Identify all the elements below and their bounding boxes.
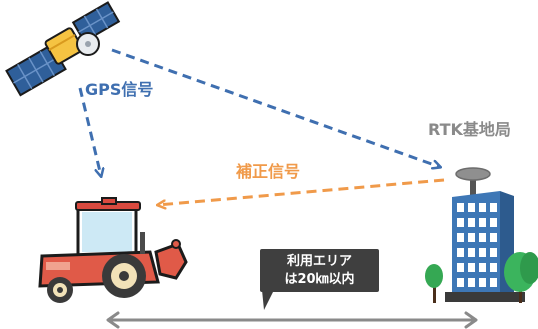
range-callout-tail [262, 290, 274, 310]
gps-signal-arrow-to-tractor [78, 87, 101, 176]
building-window [468, 218, 475, 227]
building-window [490, 203, 497, 212]
rtk-base-station-label: RTK基地局 [428, 120, 511, 139]
tractor-icon [38, 197, 188, 303]
building-window [457, 278, 464, 287]
coverage-area-line2: は20㎞以内 [284, 271, 355, 287]
building-window [479, 278, 486, 287]
building-window [490, 263, 497, 272]
building-window [490, 248, 497, 257]
building-window [479, 233, 486, 242]
range-arrow [106, 311, 478, 329]
building-window [457, 248, 464, 257]
gps-signal-label: GPS信号 [85, 80, 154, 99]
building-window [479, 263, 486, 272]
building-window [490, 218, 497, 227]
correction-signal-arrow [158, 178, 445, 205]
gps-signal-arrow-to-base [111, 48, 440, 167]
base-station-antenna [455, 167, 491, 198]
building-window [490, 233, 497, 242]
building-window [457, 218, 464, 227]
building-window [457, 233, 464, 242]
building-window [457, 263, 464, 272]
satellite-icon [5, 1, 121, 97]
building-window [468, 203, 475, 212]
building-window [468, 263, 475, 272]
building-window [479, 203, 486, 212]
building-window [479, 218, 486, 227]
building-window [468, 278, 475, 287]
building-window [468, 248, 475, 257]
coverage-area-callout: 利用エリア は20㎞以内 [260, 249, 379, 292]
building-window [490, 278, 497, 287]
correction-signal-label: 補正信号 [236, 162, 301, 181]
building-window [479, 248, 486, 257]
tree-icon [425, 252, 538, 303]
building-window [468, 233, 475, 242]
building-window [457, 203, 464, 212]
coverage-area-line1: 利用エリア [286, 253, 352, 269]
